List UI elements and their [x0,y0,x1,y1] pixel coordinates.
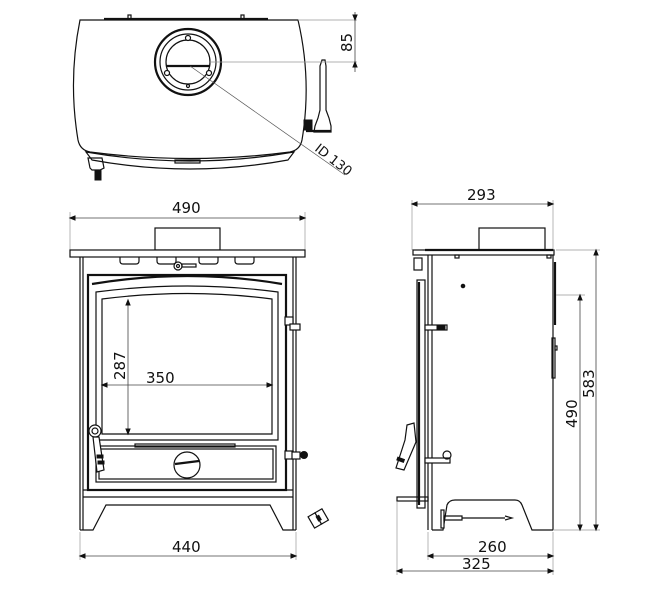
total-height-label: 583 [580,369,598,398]
side-base-depth-label: 260 [478,538,507,556]
side-top-depth-label: 293 [467,186,496,204]
front-view: 490 287 350 [68,199,330,560]
side-total-depth-label: 325 [462,555,491,573]
front-top-width-label: 490 [172,199,201,217]
flue-height-label: 490 [563,399,581,428]
glass-width-label: 350 [146,369,175,387]
flue-diameter-label: ID 130 [312,141,355,179]
front-base-width-label: 440 [172,538,201,556]
ash-tool-icon [307,507,330,529]
flue-offset-label: 85 [338,33,356,52]
side-view: 293 [395,186,600,575]
glass-height-label: 287 [111,351,129,380]
top-view: 85 ID 130 [72,12,358,181]
